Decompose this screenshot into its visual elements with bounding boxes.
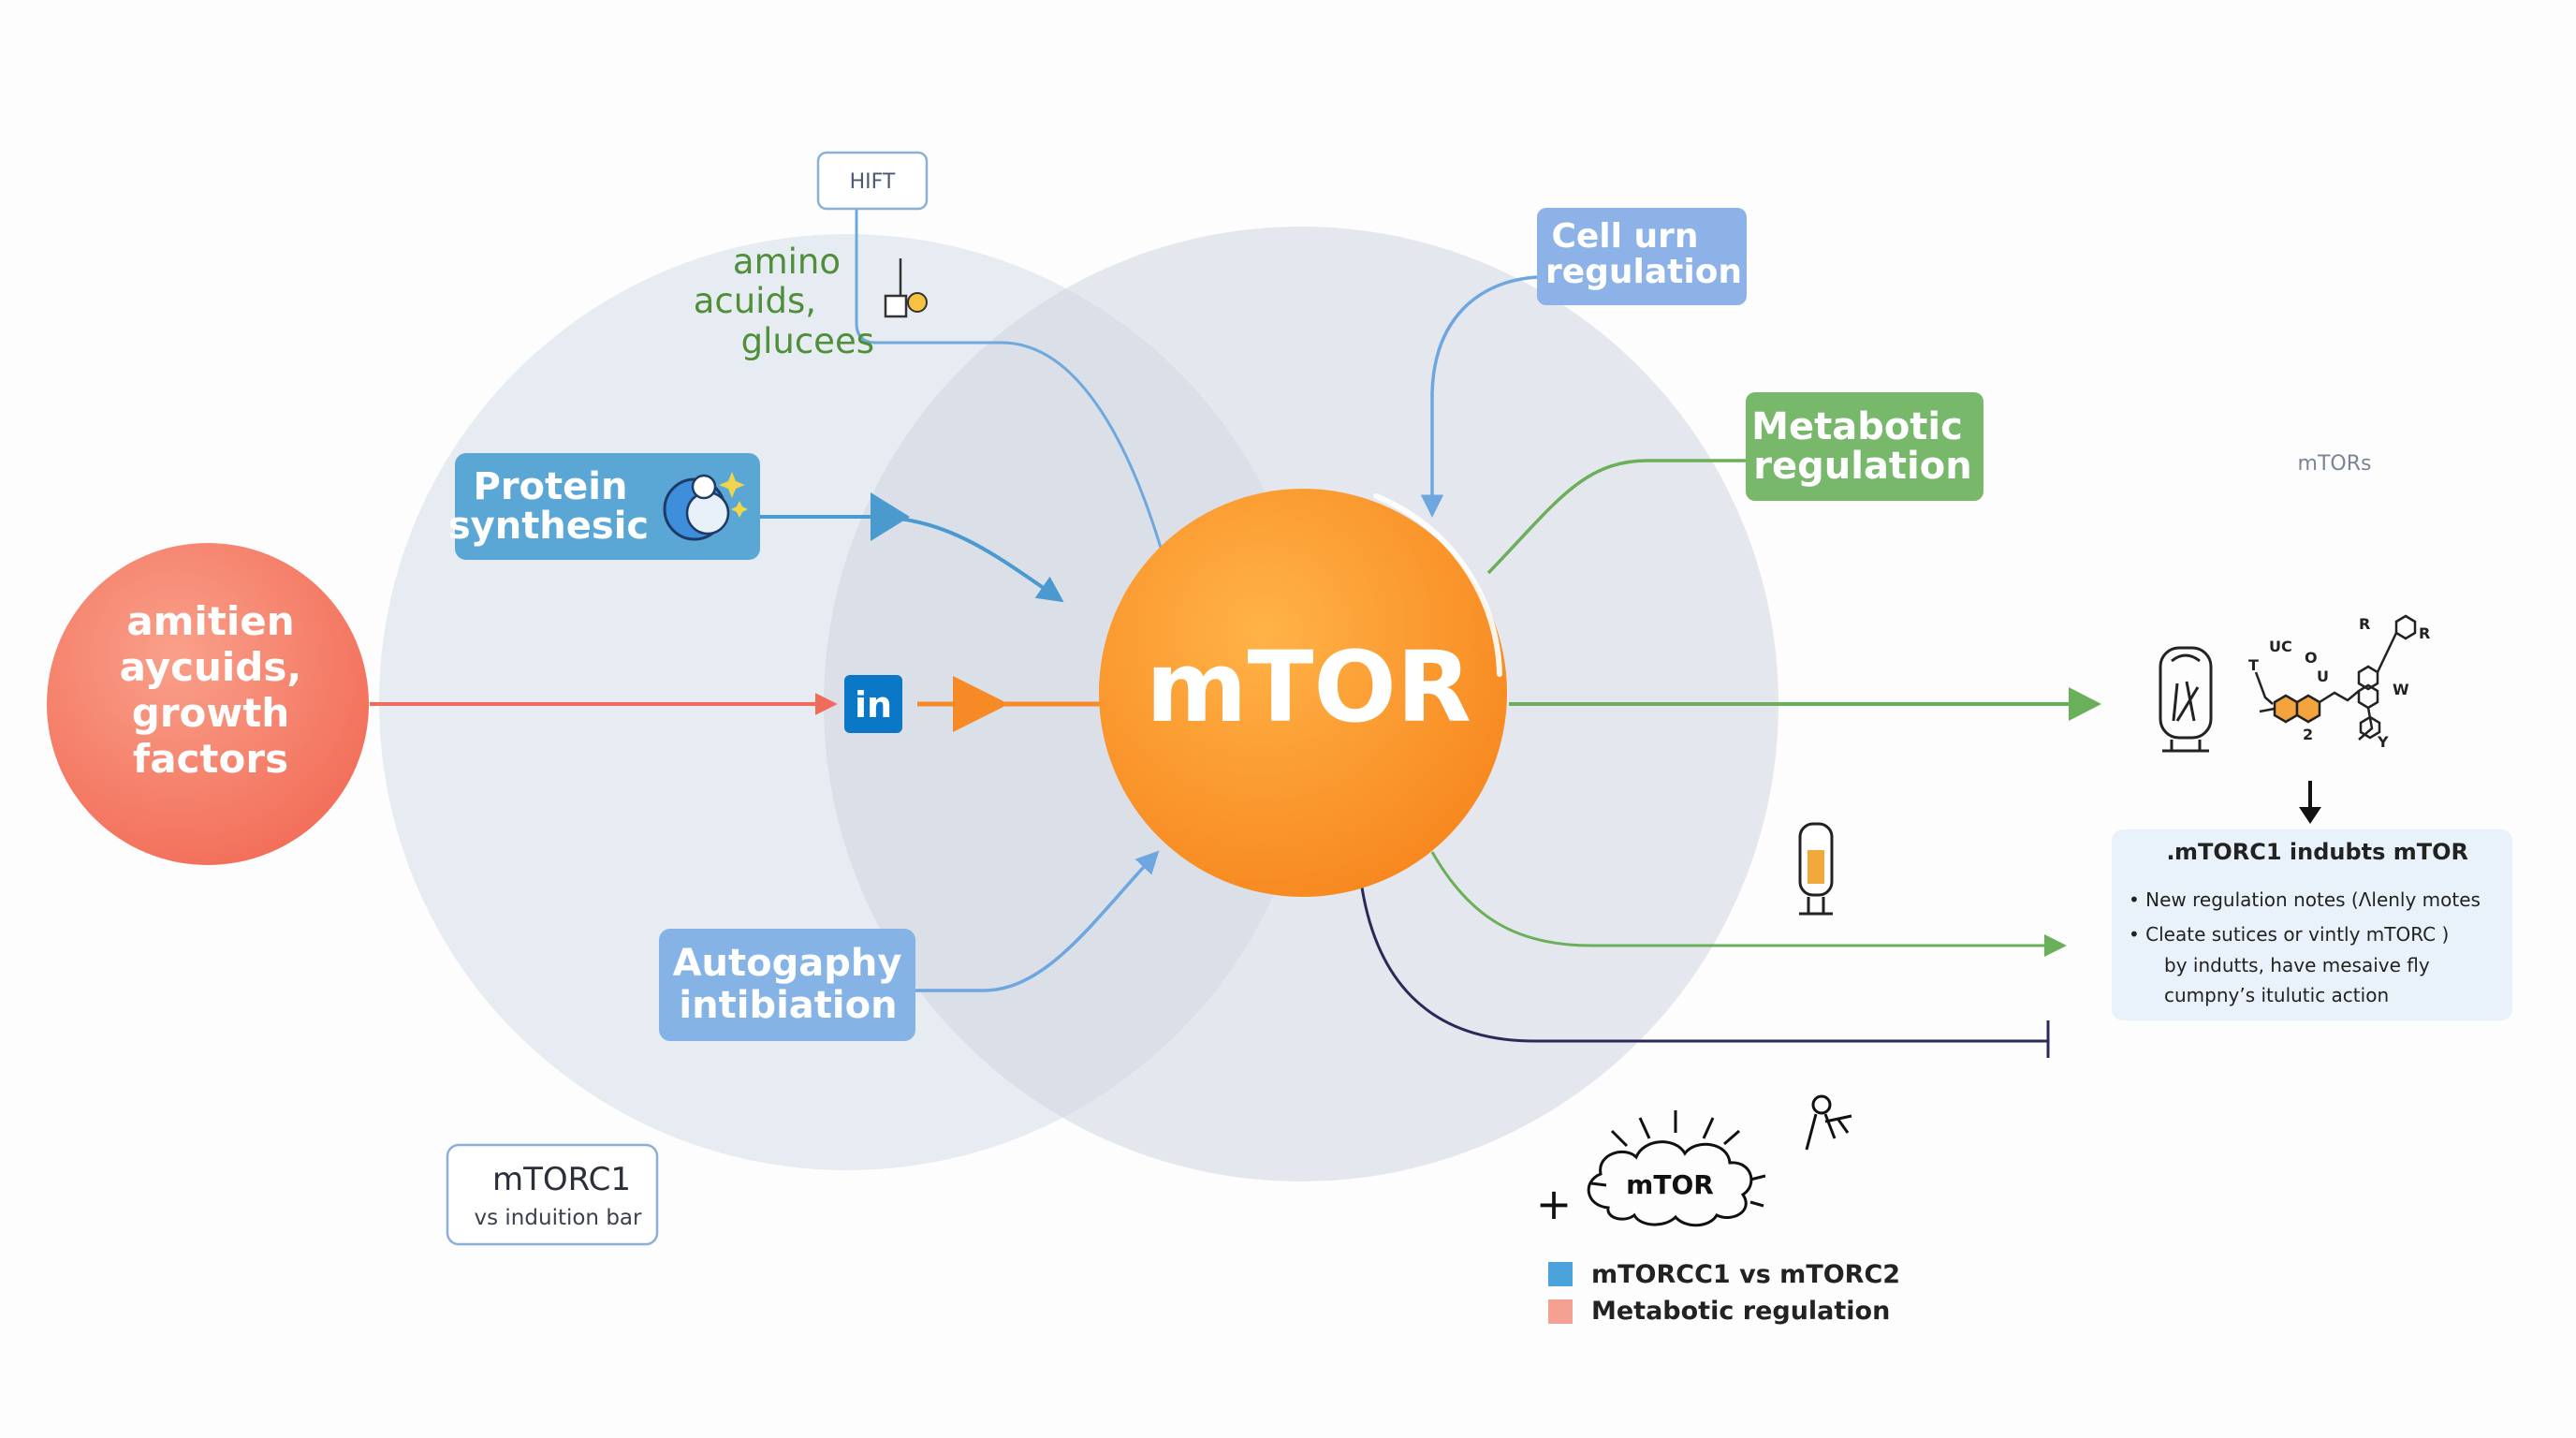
legend-swatch-2	[1548, 1299, 1573, 1324]
hift-box	[816, 151, 929, 211]
svg-text:R: R	[2419, 624, 2430, 642]
mtor-center-node	[1099, 489, 1507, 897]
down-arrow-icon	[2299, 781, 2321, 824]
input-node-label: amitien aycuids, growth factors	[120, 598, 302, 782]
cloud-mtor-label: mTOR	[1626, 1169, 1714, 1200]
svg-text:acuids,: acuids,	[694, 281, 816, 321]
svg-text:amitien: amitien	[126, 598, 294, 644]
svg-text:regulation: regulation	[1545, 253, 1742, 291]
protein-synthesis-label: Protein synthesic	[448, 465, 649, 548]
autophagy-box	[659, 929, 915, 1041]
scissors-icon	[1805, 1094, 1852, 1151]
hift-label: HIFT	[850, 170, 896, 194]
svg-text:• Cleate sutices or vintly mTO: • Cleate sutices or vintly mTORC )	[2129, 923, 2449, 946]
info-panel-title: ․mTORC1 indubts mTOR	[2167, 839, 2468, 865]
info-panel-lines: • New regulation notes (Λlenly motes • C…	[2129, 888, 2481, 1006]
mtors-label: mTORs	[2298, 452, 2372, 476]
mtor-center-label: mTOR	[1146, 630, 1471, 744]
svg-text:Metabotic: Metabotic	[1751, 405, 1963, 448]
metabolic-regulation-box	[1746, 392, 1983, 501]
svg-text:Cell urn: Cell urn	[1551, 217, 1698, 256]
nutrients-label: amino acuids, glucees	[694, 242, 874, 361]
svg-text:Y: Y	[2377, 733, 2389, 751]
svg-text:Autogaphy: Autogaphy	[673, 942, 902, 985]
svg-text:by indutts, have mesaive fly: by indutts, have mesaive fly	[2164, 954, 2430, 976]
molecule-structure-icon: UC O U R R W T 2 Y	[2248, 614, 2430, 751]
svg-text:T: T	[2248, 656, 2259, 674]
cell-regulation-arrow	[1420, 275, 1538, 518]
mtor-highlight-arc	[1373, 493, 1502, 677]
svg-text:O: O	[2305, 649, 2318, 667]
svg-text:Protein: Protein	[474, 465, 628, 508]
sensor-icon	[884, 258, 928, 318]
protein-arrow-triangle	[871, 492, 910, 541]
svg-text:glucees: glucees	[741, 321, 874, 361]
autophagy-label: Autogaphy intibiation	[673, 942, 902, 1027]
autophagy-arrow	[915, 850, 1160, 992]
molecule-bubble-icon	[663, 472, 748, 541]
metabolic-regulation-label: Metabotic regulation	[1751, 405, 1972, 488]
green-arrowhead	[2069, 687, 2101, 721]
in-badge	[844, 675, 902, 733]
svg-text:• New regulation notes (Λlenly: • New regulation notes (Λlenly motes	[2129, 888, 2481, 911]
cell-regulation-box	[1537, 208, 1747, 305]
legend-label-1: mTORCC1 vs mTORC2	[1591, 1260, 1900, 1289]
svg-text:U: U	[2317, 668, 2329, 685]
mtorc1-title: mTORC1	[492, 1161, 631, 1198]
in-badge-label: in	[855, 684, 892, 726]
metabolic-connector	[1486, 459, 1746, 575]
hift-connector	[855, 202, 1163, 549]
legend: mTORCC1 vs mTORC2 Metabotic regulation	[1548, 1260, 1900, 1326]
green-curve-arrowhead	[2044, 934, 2067, 957]
orange-arrowhead	[953, 676, 1009, 732]
legend-label-2: Metabotic regulation	[1591, 1297, 1890, 1326]
inhibition-line	[1360, 887, 2048, 1043]
svg-text:cumpny’s itulutic action: cumpny’s itulutic action	[2164, 984, 2389, 1006]
plus-sign: +	[1536, 1179, 1573, 1229]
vial-icon	[1798, 822, 1834, 916]
green-curve-output	[1430, 851, 2048, 947]
input-node	[47, 543, 369, 865]
svg-text:synthesic: synthesic	[448, 505, 649, 548]
mtorc1-subtitle: vs induition bar	[475, 1206, 643, 1230]
info-panel	[2112, 829, 2512, 1020]
svg-text:growth: growth	[132, 690, 289, 736]
svg-text:2: 2	[2303, 726, 2313, 743]
svg-text:R: R	[2359, 615, 2370, 633]
legend-swatch-1	[1548, 1262, 1573, 1286]
svg-text:W: W	[2393, 681, 2409, 698]
svg-text:intibiation: intibiation	[679, 984, 897, 1027]
svg-text:factors: factors	[133, 736, 288, 782]
svg-text:amino: amino	[733, 242, 841, 282]
cloud-sketch	[1587, 1110, 1766, 1227]
svg-text:UC: UC	[2269, 638, 2292, 655]
capsule-device-icon	[2159, 646, 2213, 753]
cell-regulation-label: Cell urn regulation	[1545, 217, 1742, 291]
svg-text:aycuids,: aycuids,	[120, 644, 302, 690]
mtorc1-box	[446, 1143, 659, 1246]
svg-text:regulation: regulation	[1753, 445, 1971, 488]
